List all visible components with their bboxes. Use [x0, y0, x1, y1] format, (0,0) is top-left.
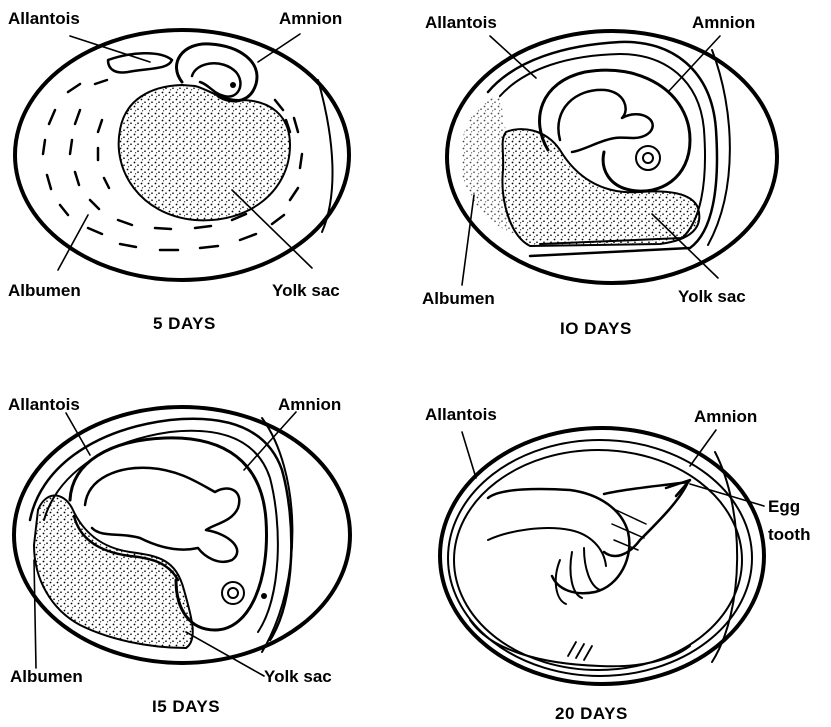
embryo-eye-5d	[230, 82, 236, 88]
label-amnion-15d: Amnion	[278, 396, 341, 413]
panel-15-days	[14, 407, 350, 676]
caption-10-days: IO DAYS	[560, 320, 632, 337]
embryo-eye-inner-15d	[228, 588, 238, 598]
panel-10-days	[447, 31, 777, 285]
caption-15-days: I5 DAYS	[152, 698, 220, 715]
eggshell	[440, 428, 764, 684]
panel-5-days	[15, 30, 349, 280]
chick-feet-20d	[568, 642, 592, 660]
embryo-eye-inner-10d	[643, 153, 653, 163]
chick-head-20d	[604, 482, 688, 556]
label-yolk-sac-15d: Yolk sac	[264, 668, 332, 685]
label-albumen-15d: Albumen	[10, 668, 83, 685]
yolk-sac-15d	[34, 495, 193, 648]
label-egg-tooth-line2: tooth	[768, 526, 810, 543]
label-yolk-sac-10d: Yolk sac	[678, 288, 746, 305]
chick-toes-20d	[556, 548, 600, 604]
embryo-nostril-15d	[261, 593, 267, 599]
label-allantois-5d: Allantois	[8, 10, 80, 27]
label-yolk-sac-5d: Yolk sac	[272, 282, 340, 299]
allantois-5d	[108, 53, 172, 72]
embryo-10d	[558, 90, 652, 152]
embryo-eye-10d	[636, 146, 660, 170]
label-egg-tooth-line1: Egg	[768, 498, 800, 515]
label-albumen-10d: Albumen	[422, 290, 495, 307]
label-amnion-5d: Amnion	[279, 10, 342, 27]
label-allantois-15d: Allantois	[8, 396, 80, 413]
label-albumen-5d: Albumen	[8, 282, 81, 299]
label-amnion-10d: Amnion	[692, 14, 755, 31]
caption-5-days: 5 DAYS	[153, 315, 216, 332]
chick-wing-20d	[488, 489, 629, 593]
panel-20-days	[440, 428, 764, 684]
chorioallantois-inner	[454, 450, 742, 670]
embryo-eye-15d	[222, 582, 244, 604]
label-allantois-10d: Allantois	[425, 14, 497, 31]
yolk-sac-5d	[119, 85, 290, 220]
label-amnion-20d: Amnion	[694, 408, 757, 425]
caption-20-days: 20 DAYS	[555, 705, 628, 722]
yolk-sac-10d	[502, 129, 699, 246]
label-allantois-20d: Allantois	[425, 406, 497, 423]
chick-wing-inner-20d	[488, 528, 606, 566]
